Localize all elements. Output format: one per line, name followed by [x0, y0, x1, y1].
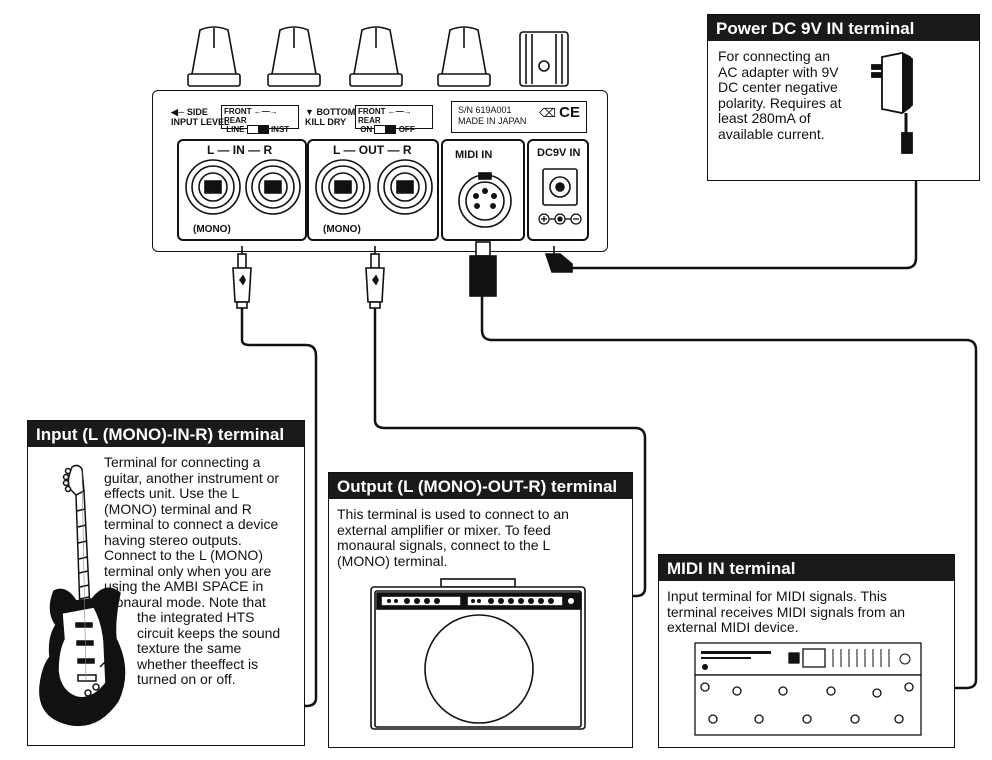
- rotary-encoder-icon: [519, 31, 569, 87]
- midi-terminal-title: MIDI IN terminal: [659, 555, 954, 581]
- input-level-switch[interactable]: FRONT ←—→ REAR LINE INST: [221, 105, 299, 135]
- dc-socket-icon: [538, 168, 582, 225]
- jack-socket-icon: [245, 159, 301, 215]
- midi-controller-icon: [694, 642, 922, 736]
- output-terminal-title: Output (L (MONO)-OUT-R) terminal: [329, 473, 632, 499]
- midi-terminal-box: MIDI IN terminal Input terminal for MIDI…: [658, 554, 955, 748]
- midi-in-group: MIDI IN: [441, 139, 525, 241]
- side-input-level-label: ◀─ SIDE INPUT LEVEL: [171, 107, 230, 127]
- jack-plug-icon: [232, 246, 252, 309]
- bottom-kill-dry-label: ▼ BOTTOM KILL DRY: [305, 107, 356, 127]
- weee-bin-icon: ⌫: [539, 106, 556, 120]
- output-terminal-text: This terminal is used to connect to an e…: [337, 506, 569, 569]
- input-cable: [128, 306, 318, 708]
- dc-cable: [570, 150, 918, 270]
- input-jacks: [185, 159, 301, 215]
- input-terminal-title: Input (L (MONO)-IN-R) terminal: [28, 421, 304, 447]
- kill-dry-switch[interactable]: FRONT ←—→ REAR ON OFF: [355, 105, 433, 135]
- dc-in-label: DC9V IN: [537, 147, 581, 159]
- guitar-icon: [39, 464, 126, 727]
- midi-terminal-text: Input terminal for MIDI signals. This te…: [667, 588, 906, 635]
- knob-icon: [349, 26, 403, 87]
- made-in-text: MADE IN JAPAN: [458, 116, 527, 126]
- dc-plug-icon: [544, 246, 573, 273]
- serial-plate: S/N 619A001 MADE IN JAPAN CE ⌫: [451, 101, 587, 133]
- input-terminal-text: Terminal for connecting a guitar, anothe…: [104, 454, 281, 687]
- knob-icon: [267, 26, 321, 87]
- midi-plug-icon: [469, 241, 497, 297]
- down-arrow-icon: ▼: [305, 107, 314, 117]
- output-terminal-box: Output (L (MONO)-OUT-R) terminal This te…: [328, 472, 633, 748]
- slide-switch-icon: [246, 125, 269, 135]
- input-jack-group: L — IN — R (MONO): [177, 139, 307, 241]
- knob-icon: [437, 26, 491, 87]
- jack-socket-icon: [315, 159, 371, 215]
- amplifier-icon: [370, 578, 586, 730]
- output-mono-label: (MONO): [323, 224, 361, 235]
- jack-socket-icon: [377, 159, 433, 215]
- input-terminal-box: Input (L (MONO)-IN-R) terminal Terminal …: [27, 420, 305, 746]
- output-jack-group: L — OUT — R (MONO): [307, 139, 439, 241]
- power-terminal-title: Power DC 9V IN terminal: [708, 15, 979, 41]
- polarity-icon: [538, 213, 582, 225]
- output-cable: [373, 306, 647, 598]
- slide-switch-icon: [374, 125, 397, 135]
- jack-plug-icon: [365, 246, 385, 309]
- left-arrow-icon: ◀─: [171, 107, 185, 117]
- midi-in-label: MIDI IN: [455, 149, 493, 161]
- power-terminal-box: Power DC 9V IN terminal For connecting a…: [707, 14, 980, 181]
- midi-din-socket-icon: [458, 172, 512, 228]
- serial-number: S/N 619A001: [458, 105, 512, 115]
- knobs-row: [187, 26, 569, 87]
- power-terminal-text: For connecting an AC adapter with 9V DC …: [718, 48, 842, 142]
- ac-adapter-icon: [871, 52, 913, 154]
- jack-socket-icon: [185, 159, 241, 215]
- knob-icon: [187, 26, 241, 87]
- device-rear-panel: ◀─ SIDE INPUT LEVEL FRONT ←—→ REAR LINE …: [152, 90, 608, 252]
- input-mono-label: (MONO): [193, 224, 231, 235]
- output-jacks: [315, 159, 433, 215]
- dc-in-group: DC9V IN: [527, 139, 589, 241]
- ce-mark: CE: [559, 104, 580, 121]
- midi-cable: [480, 294, 978, 690]
